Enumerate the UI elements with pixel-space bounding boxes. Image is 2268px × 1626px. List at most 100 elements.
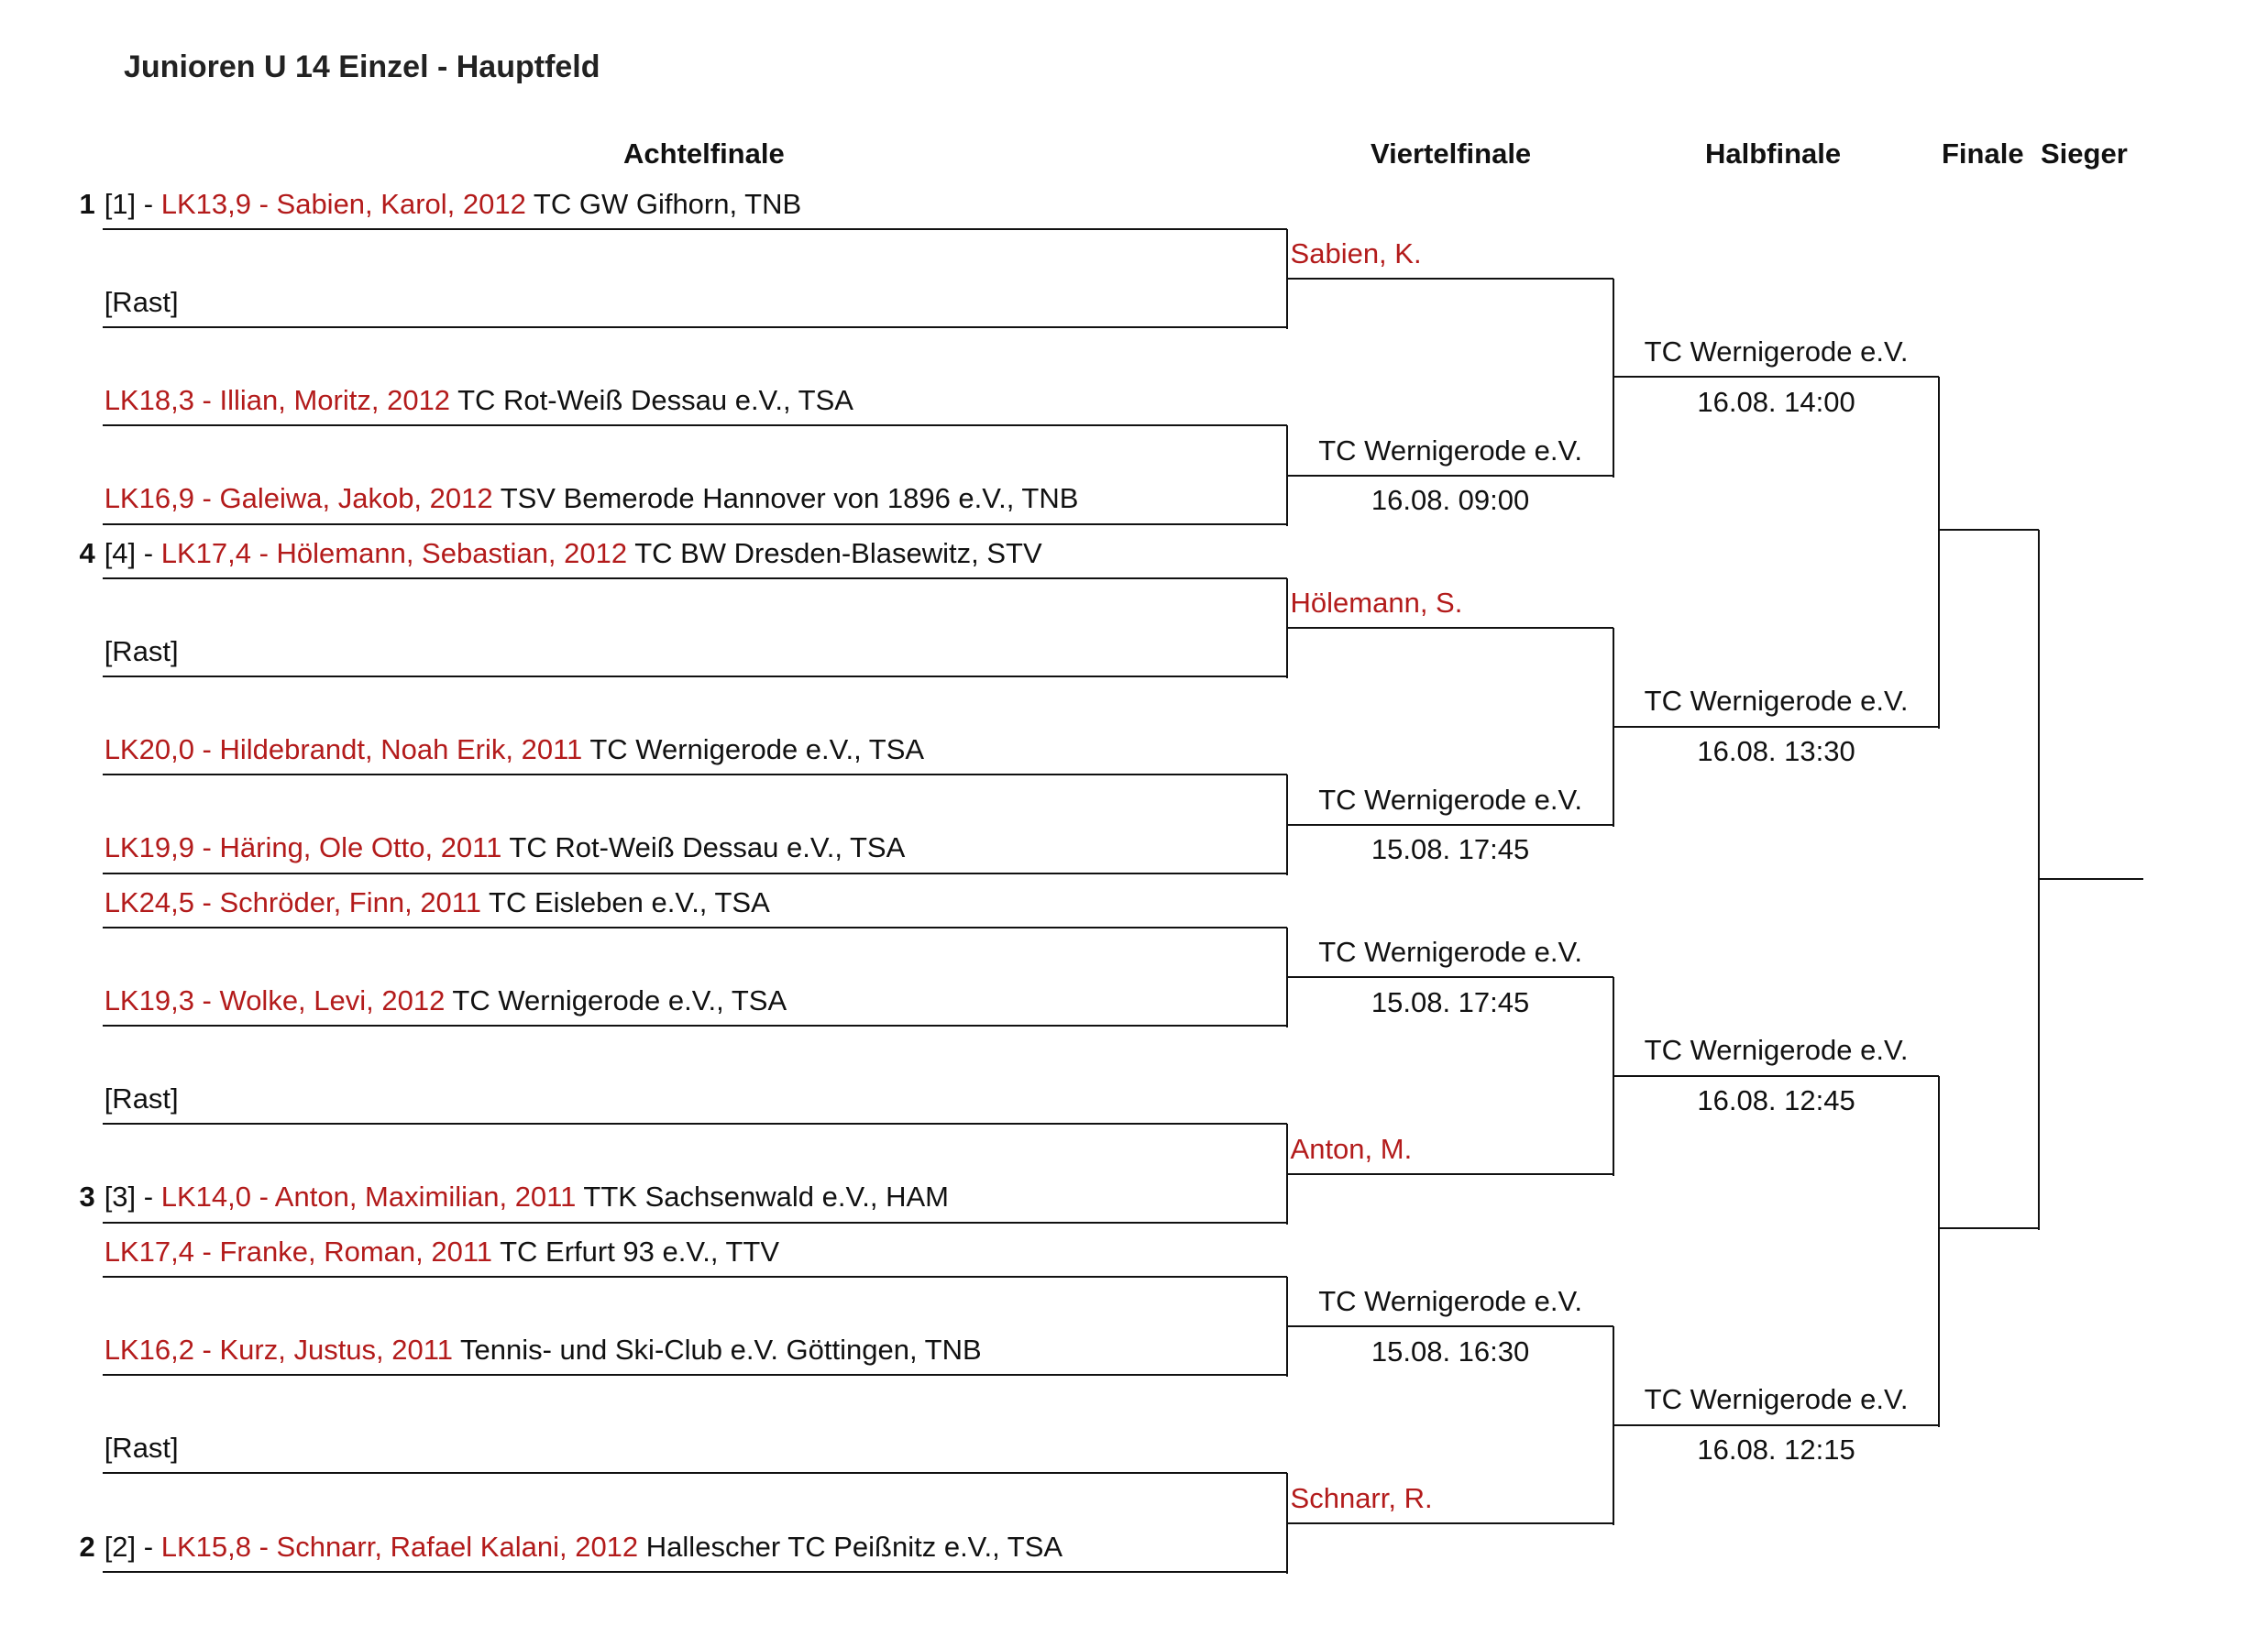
- seed-position: 3: [79, 1181, 95, 1214]
- qf-line: [1287, 1172, 1613, 1175]
- r16-entry-text: LK16,9 - Galeiwa, Jakob, 2012 TSV Bemero…: [105, 482, 1079, 515]
- player-name[interactable]: LK24,5 - Schröder, Finn, 2011: [104, 885, 481, 918]
- qf-time: 15.08. 16:30: [1371, 1335, 1530, 1368]
- player-name[interactable]: LK17,4 - Hölemann, Sebastian, 2012: [160, 536, 628, 569]
- player-club: TC Erfurt 93 e.V., TTV: [500, 1235, 780, 1268]
- r16-line: [103, 1025, 1288, 1027]
- player-name[interactable]: LK14,0 - Anton, Maximilian, 2011: [160, 1181, 577, 1214]
- r16-entry-text: [4] - LK17,4 - Hölemann, Sebastian, 2012…: [105, 537, 1042, 570]
- bye-label: [Rast]: [104, 634, 179, 667]
- seed-separator: -: [136, 187, 161, 220]
- sf-time: 16.08. 12:45: [1697, 1083, 1855, 1116]
- player-club: TSV Bemerode Hannover von 1896 e.V., TNB: [500, 482, 1079, 515]
- r16-line: [103, 1472, 1288, 1475]
- player-name[interactable]: LK20,0 - Hildebrandt, Noah Erik, 2011: [104, 733, 583, 766]
- r16-entry-text: LK16,2 - Kurz, Justus, 2011 Tennis- und …: [105, 1334, 982, 1367]
- qf-time: 16.08. 09:00: [1371, 483, 1530, 516]
- player-club: TTK Sachsenwald e.V., HAM: [583, 1181, 950, 1214]
- player-name[interactable]: LK16,2 - Kurz, Justus, 2011: [104, 1333, 453, 1366]
- r16-entry-text: [1] - LK13,9 - Sabien, Karol, 2012 TC GW…: [105, 188, 801, 221]
- r16-entry-text: [Rast]: [105, 635, 179, 668]
- r16-line: [103, 1221, 1288, 1224]
- seed-separator: -: [136, 536, 161, 569]
- r16-entry-text: [Rast]: [105, 1432, 179, 1465]
- sf-time: 16.08. 14:00: [1697, 385, 1855, 418]
- player-club: TC Eisleben e.V., TSA: [489, 885, 770, 918]
- final-line: [1939, 1227, 2040, 1230]
- qf-connector: [1612, 279, 1614, 478]
- r16-entry-text: LK17,4 - Franke, Roman, 2011 TC Erfurt 9…: [105, 1236, 779, 1269]
- seed-label: [3]: [104, 1181, 137, 1214]
- qf-winner-name[interactable]: Sabien, K.: [1290, 236, 1422, 269]
- sf-venue: TC Wernigerode e.V.: [1644, 1383, 1909, 1416]
- sf-line: [1613, 1074, 1940, 1077]
- bye-label: [Rast]: [104, 1082, 179, 1115]
- qf-venue: TC Wernigerode e.V.: [1318, 936, 1582, 969]
- player-name[interactable]: LK13,9 - Sabien, Karol, 2012: [160, 187, 526, 220]
- player-club: TC Wernigerode e.V., TSA: [589, 733, 925, 766]
- qf-line: [1287, 627, 1613, 630]
- seed-label: [1]: [104, 187, 137, 220]
- player-name[interactable]: LK19,9 - Häring, Ole Otto, 2011: [104, 831, 502, 864]
- seed-position: 4: [79, 536, 95, 569]
- sf-line: [1613, 1423, 1940, 1426]
- r16-entry-text: [Rast]: [105, 1082, 179, 1115]
- sf-line: [1613, 725, 1940, 728]
- bye-label: [Rast]: [104, 285, 179, 318]
- seed-separator: -: [136, 1530, 161, 1563]
- qf-winner-name[interactable]: Anton, M.: [1290, 1132, 1413, 1165]
- qf-line: [1287, 1325, 1613, 1328]
- qf-line: [1287, 1522, 1613, 1524]
- player-name[interactable]: LK15,8 - Schnarr, Rafael Kalani, 2012: [160, 1530, 639, 1563]
- player-club: TC GW Gifhorn, TNB: [533, 187, 802, 220]
- player-name[interactable]: LK17,4 - Franke, Roman, 2011: [104, 1235, 493, 1268]
- qf-winner-name[interactable]: Hölemann, S.: [1290, 587, 1463, 620]
- r16-line: [103, 676, 1288, 678]
- seed-position: 1: [79, 187, 95, 220]
- player-club: Hallescher TC Peißnitz e.V., TSA: [645, 1530, 1063, 1563]
- r16-entry-text: [3] - LK14,0 - Anton, Maximilian, 2011 T…: [105, 1181, 949, 1214]
- qf-connector: [1612, 1326, 1614, 1525]
- seed-separator: -: [136, 1181, 161, 1214]
- seed-label: [2]: [104, 1530, 137, 1563]
- player-club: TC Rot-Weiß Dessau e.V., TSA: [457, 384, 853, 417]
- qf-winner-name[interactable]: Schnarr, R.: [1290, 1481, 1433, 1514]
- sf-time: 16.08. 12:15: [1697, 1433, 1855, 1466]
- r16-entry-text: LK19,3 - Wolke, Levi, 2012 TC Wernigerod…: [105, 984, 787, 1017]
- r16-line: [103, 1374, 1288, 1377]
- r16-line: [103, 872, 1288, 874]
- r16-line: [103, 522, 1288, 525]
- r16-line: [103, 1570, 1288, 1573]
- qf-venue: TC Wernigerode e.V.: [1318, 1285, 1582, 1318]
- sf-connector: [1938, 1075, 1941, 1427]
- player-club: TC BW Dresden-Blasewitz, STV: [634, 536, 1042, 569]
- r16-line: [103, 774, 1288, 776]
- r16-line: [103, 424, 1288, 427]
- sf-time: 16.08. 13:30: [1697, 734, 1855, 767]
- r16-line: [103, 227, 1288, 230]
- sf-venue: TC Wernigerode e.V.: [1644, 685, 1909, 718]
- sf-connector: [1938, 377, 1941, 729]
- player-club: TC Wernigerode e.V., TSA: [452, 983, 787, 1016]
- r16-entry-text: LK20,0 - Hildebrandt, Noah Erik, 2011 TC…: [105, 733, 924, 766]
- bye-label: [Rast]: [104, 1432, 179, 1465]
- sf-venue: TC Wernigerode e.V.: [1644, 1034, 1909, 1067]
- qf-venue: TC Wernigerode e.V.: [1318, 434, 1582, 467]
- r16-line: [103, 326, 1288, 329]
- header-winner: Sieger: [2041, 137, 2128, 170]
- sf-line: [1613, 376, 1940, 379]
- player-club: TC Rot-Weiß Dessau e.V., TSA: [509, 831, 906, 864]
- qf-venue: TC Wernigerode e.V.: [1318, 783, 1582, 816]
- r16-entry-text: [Rast]: [105, 286, 179, 319]
- header-final: Finale: [1942, 137, 2024, 170]
- seed-position: 2: [79, 1530, 95, 1563]
- qf-line: [1287, 474, 1613, 477]
- player-name[interactable]: LK16,9 - Galeiwa, Jakob, 2012: [104, 482, 493, 515]
- r16-entry-text: [2] - LK15,8 - Schnarr, Rafael Kalani, 2…: [105, 1531, 1062, 1564]
- qf-line: [1287, 976, 1613, 979]
- r16-line: [103, 1123, 1288, 1126]
- player-name[interactable]: LK19,3 - Wolke, Levi, 2012: [104, 983, 446, 1016]
- player-name[interactable]: LK18,3 - Illian, Moritz, 2012: [104, 384, 451, 417]
- player-club: Tennis- und Ski-Club e.V. Göttingen, TNB: [460, 1333, 982, 1366]
- r16-entry-text: LK18,3 - Illian, Moritz, 2012 TC Rot-Wei…: [105, 384, 853, 417]
